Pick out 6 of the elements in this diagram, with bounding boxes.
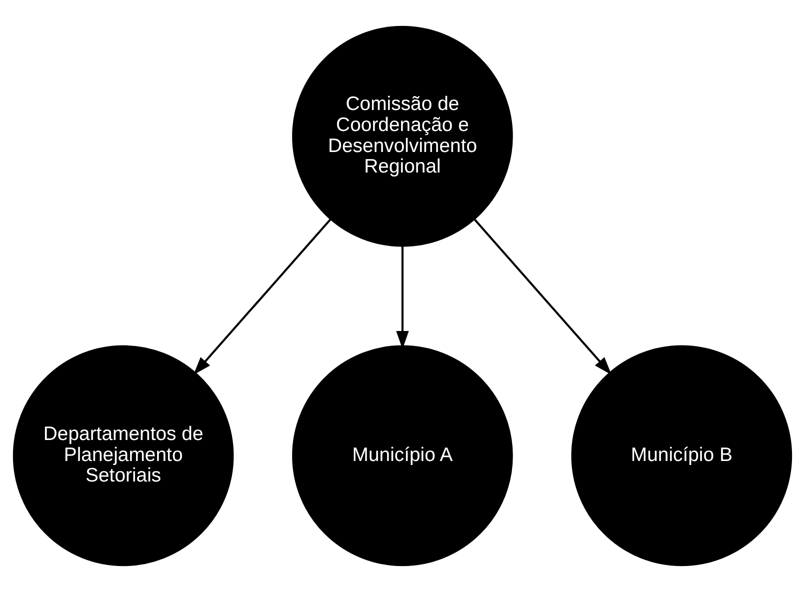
node-circle: Município B — [571, 345, 792, 566]
arrow — [474, 218, 612, 375]
node-circle: Departamentos de Planejamento Setoriais — [12, 345, 234, 566]
node-circle: Comissão de Coordenação e Desenvolvimento Regional — [292, 26, 513, 247]
arrow — [193, 218, 332, 375]
node-circle: Município A — [292, 345, 513, 566]
